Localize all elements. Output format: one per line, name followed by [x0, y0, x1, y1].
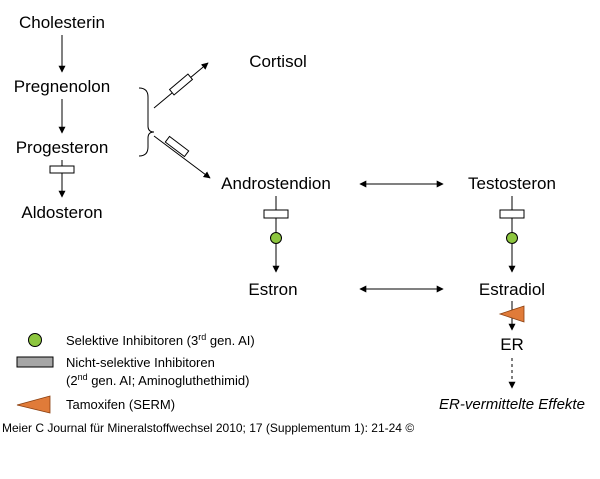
legend-selective-label: Selektive Inhibitoren (3rd gen. AI) [66, 332, 255, 348]
node-cholesterin: Cholesterin [19, 13, 105, 32]
inhibitor-bar-aldosteron [49, 165, 75, 174]
arrow-to-androstendion [153, 135, 211, 179]
node-estradiol: Estradiol [479, 280, 545, 299]
inhibitor-bar-androstendion [164, 135, 190, 158]
legend-selective-icon [28, 333, 42, 347]
node-progesteron: Progesteron [16, 138, 109, 157]
legend-nonselective-label-line1: Nicht-selektive Inhibitoren [66, 355, 215, 370]
inhibitor-bar-estron [263, 209, 289, 219]
node-er: ER [500, 335, 524, 354]
legend-nonselective-label-line2: (2nd gen. AI; Aminogluthethimid) [66, 372, 249, 388]
selective-inhibitor-estradiol [506, 232, 518, 244]
inhibitor-bar-cortisol [168, 73, 194, 96]
node-aldosteron: Aldosteron [21, 203, 102, 222]
legend-tamoxifen-icon [16, 395, 51, 414]
citation-text: Meier C Journal für Mineralstoffwechsel … [2, 421, 414, 435]
node-pregnenolon: Pregnenolon [14, 77, 110, 96]
bracket-pregnenolon-progesteron [138, 87, 155, 157]
node-androstendion: Androstendion [221, 174, 331, 193]
legend-tamoxifen-label: Tamoxifen (SERM) [66, 397, 175, 412]
tamoxifen-marker [498, 305, 525, 323]
node-er-effects: ER-vermittelte Effekte [439, 396, 585, 413]
node-estron: Estron [248, 280, 297, 299]
legend-nonselective-icon [16, 356, 54, 368]
inhibitor-bar-estradiol [499, 209, 525, 219]
node-cortisol: Cortisol [249, 52, 307, 71]
selective-inhibitor-estron [270, 232, 282, 244]
node-testosteron: Testosteron [468, 174, 556, 193]
